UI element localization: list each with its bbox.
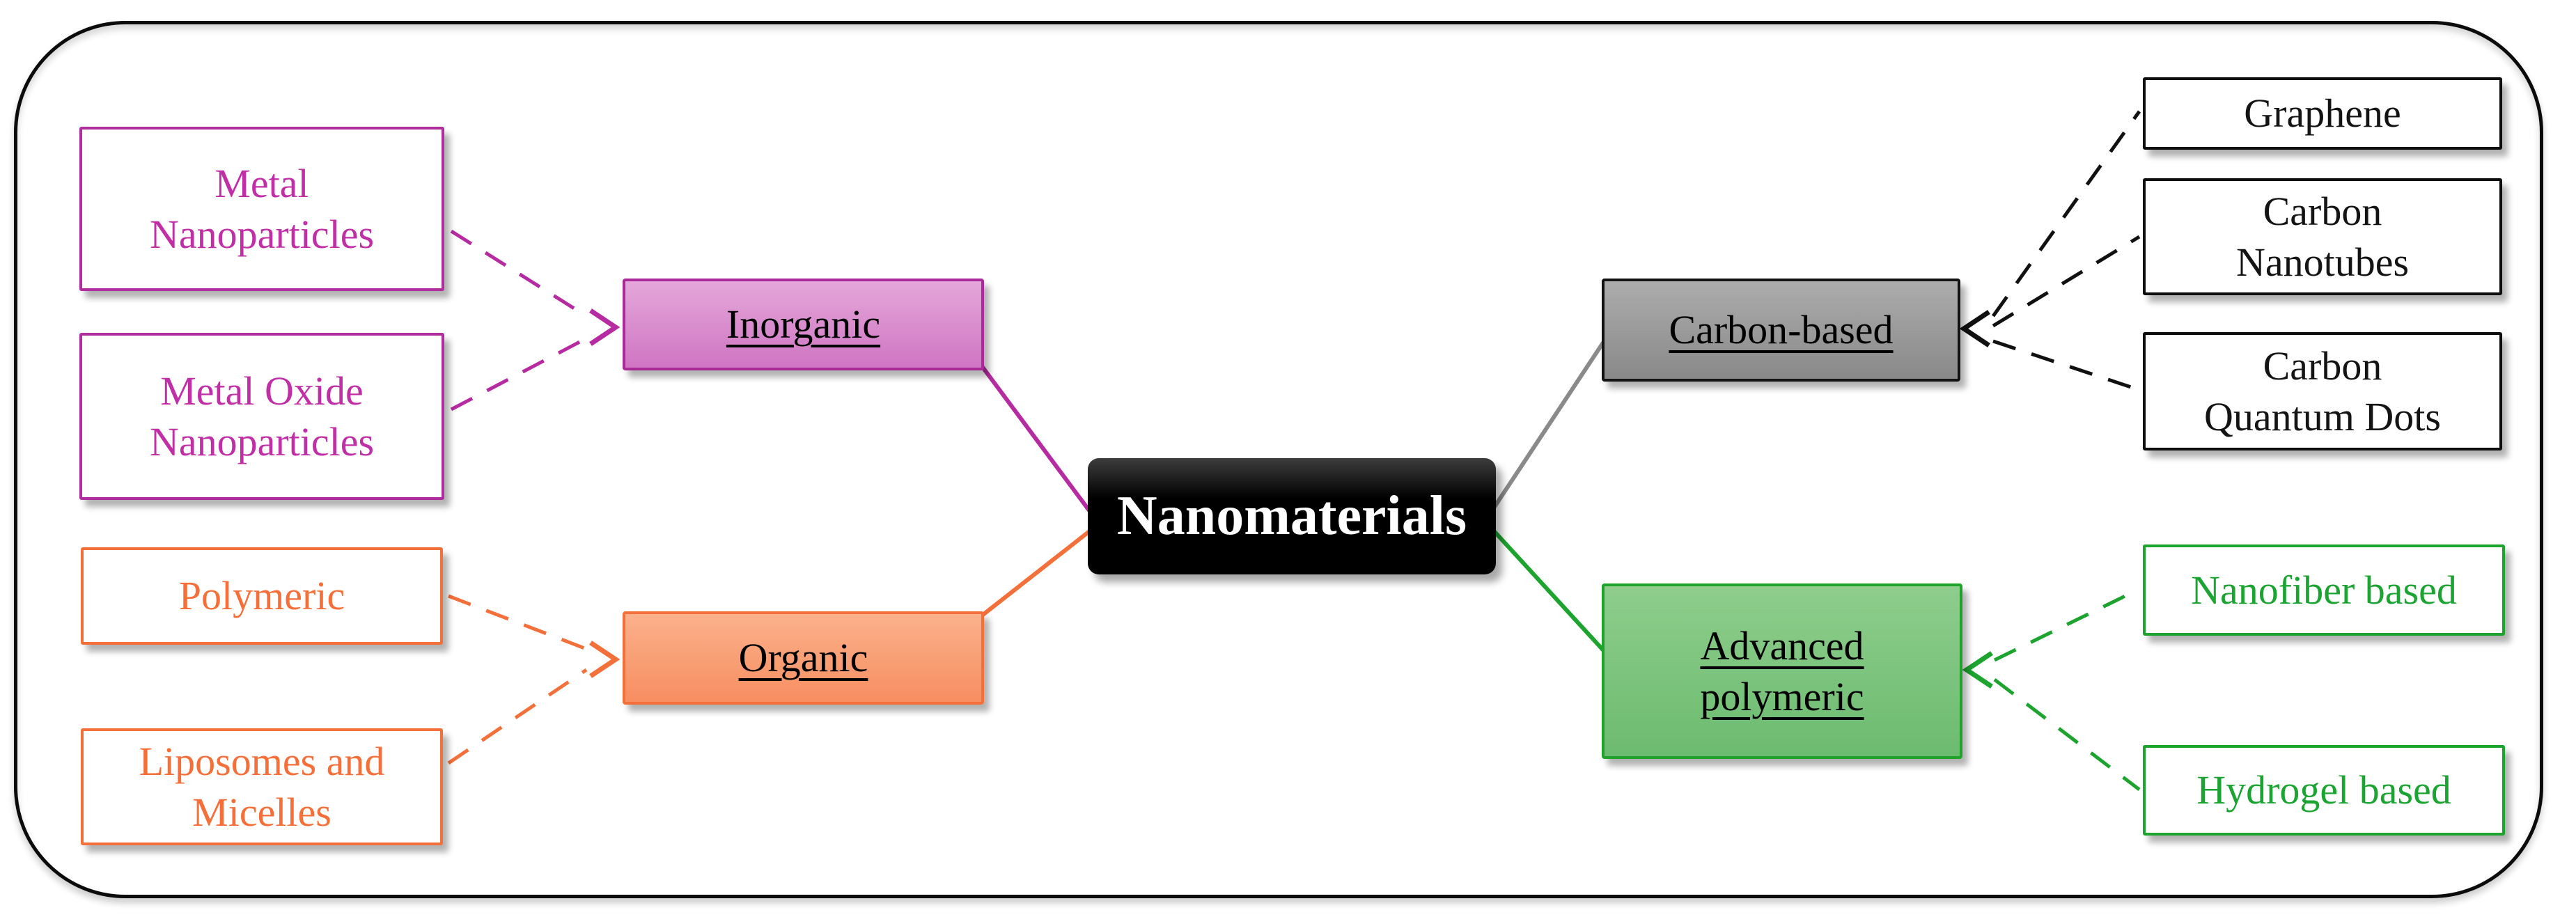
node-hydrogel-based: Hydrogel based (2143, 745, 2505, 836)
node-label: Liposomes and Micelles (139, 738, 385, 835)
node-carbon-quantum-dots: Carbon Quantum Dots (2143, 332, 2502, 450)
node-organic: Organic (623, 611, 984, 705)
node-carbon-based: Carbon-based (1602, 279, 1960, 382)
node-inorganic: Inorganic (623, 279, 984, 370)
node-label: Nanomaterials (1116, 485, 1467, 547)
node-label: Carbon Nanotubes (2235, 188, 2410, 285)
node-metal-nanoparticles: Metal Nanoparticles (79, 127, 444, 291)
node-polymeric: Polymeric (81, 547, 443, 645)
node-label: Graphene (2244, 91, 2401, 136)
node-label: Carbon-based (1669, 307, 1894, 353)
node-label: Hydrogel based (2196, 767, 2451, 813)
node-nanomaterials-root: Nanomaterials (1088, 458, 1496, 574)
node-metal-oxide-nanoparticles: Metal Oxide Nanoparticles (79, 333, 444, 500)
node-nanofiber-based: Nanofiber based (2143, 544, 2505, 636)
node-label: Advanced polymeric (1700, 622, 1864, 719)
node-advanced-polymeric: Advanced polymeric (1602, 583, 1962, 759)
node-liposomes-micelles: Liposomes and Micelles (81, 728, 443, 845)
node-label: Metal Nanoparticles (149, 160, 375, 257)
node-label: Organic (738, 635, 868, 681)
node-label: Inorganic (726, 301, 881, 347)
node-carbon-nanotubes: Carbon Nanotubes (2143, 178, 2502, 295)
node-label: Polymeric (178, 573, 345, 619)
node-label: Nanofiber based (2191, 567, 2457, 613)
node-graphene: Graphene (2143, 77, 2502, 150)
node-label: Carbon Quantum Dots (2204, 343, 2441, 439)
node-label: Metal Oxide Nanoparticles (149, 368, 375, 464)
